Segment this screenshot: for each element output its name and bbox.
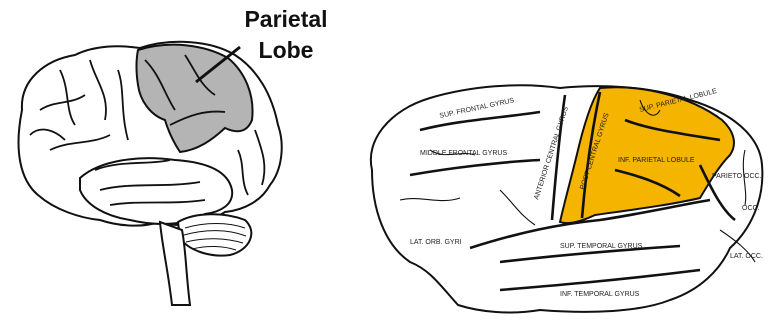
label-inf-parietal: INF. PARIETAL LOBULE [618,157,695,164]
label-inf-temporal: INF. TEMPORAL GYRUS [560,291,640,298]
label-lat-orb: LAT. ORB. GYRI [410,239,462,246]
label-parieto-occ: PARIETO OCC. [712,173,762,180]
label-lat-occ: LAT. OCC. [730,253,763,260]
label-occ: OCC. [742,205,760,212]
label-sup-temporal: SUP. TEMPORAL GYRUS [560,243,643,250]
label-middle-frontal: MIDDLE FRONTAL GYRUS [420,150,507,157]
